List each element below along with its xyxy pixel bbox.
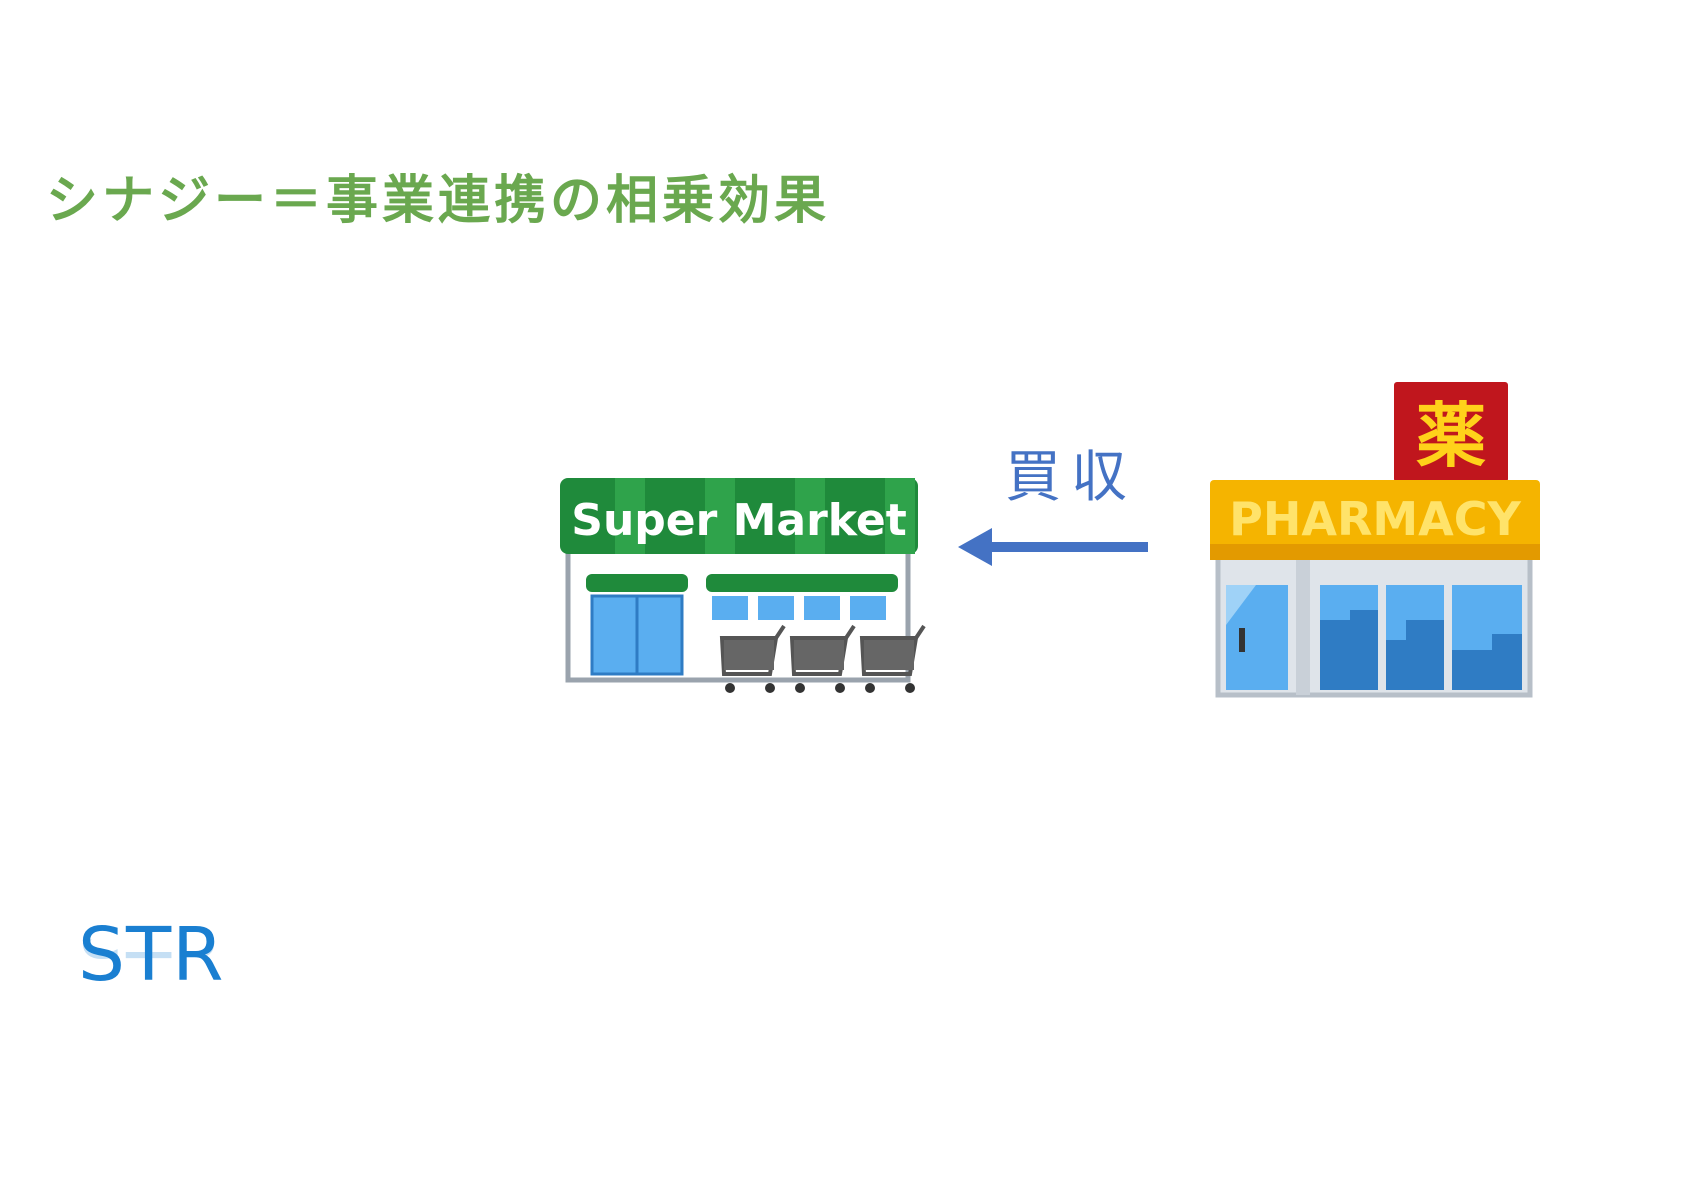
pharmacy-kanji: 薬 — [1416, 395, 1486, 477]
pharmacy-illustration: 薬 PHARMACY — [1210, 382, 1540, 698]
supermarket-sign: Super Market — [571, 495, 907, 546]
supermarket-illustration: Super Market — [560, 478, 926, 693]
logo-text: STR — [78, 912, 225, 998]
acquisition-label: 買収 — [1005, 445, 1137, 510]
pharmacy-sign: PHARMACY — [1229, 492, 1521, 546]
acquisition-arrow — [958, 528, 1148, 566]
slide-title: シナジー＝事業連携の相乗効果 — [46, 171, 831, 231]
